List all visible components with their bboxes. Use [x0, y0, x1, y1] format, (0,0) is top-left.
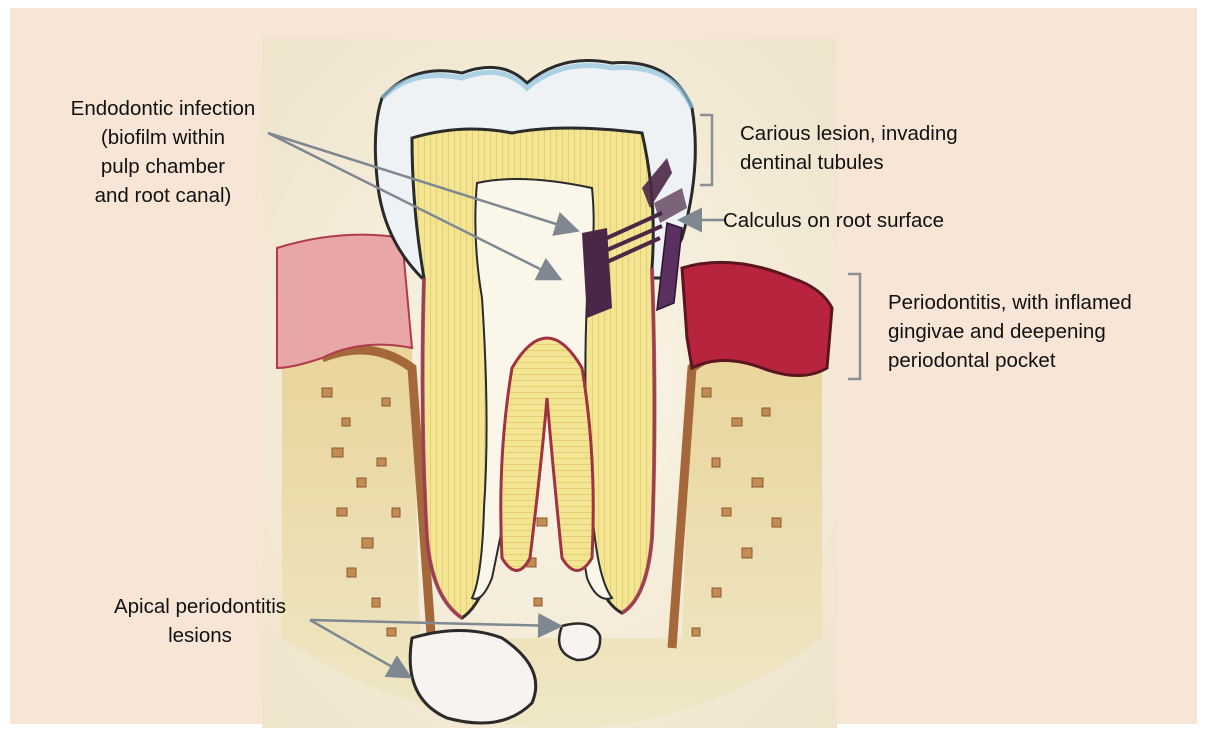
figure-panel: Endodontic infection (biofilm within pul… [10, 8, 1197, 724]
carious-lesion-label: Carious lesion, invading dentinal tubule… [740, 119, 958, 177]
calculus-label: Calculus on root surface [723, 206, 944, 235]
carious-bracket [700, 115, 712, 185]
endodontic-pointer-1 [268, 133, 575, 230]
endodontic-infection-label: Endodontic infection (biofilm within pul… [38, 94, 288, 210]
periodontitis-bracket [848, 274, 860, 379]
apical-periodontitis-label: Apical periodontitis lesions [80, 592, 320, 650]
periodontitis-label: Periodontitis, with inflamed gingivae an… [888, 288, 1132, 375]
apical-pointer-2 [310, 620, 558, 626]
endodontic-pointer-2 [268, 133, 558, 278]
apical-pointer-1 [310, 620, 408, 676]
